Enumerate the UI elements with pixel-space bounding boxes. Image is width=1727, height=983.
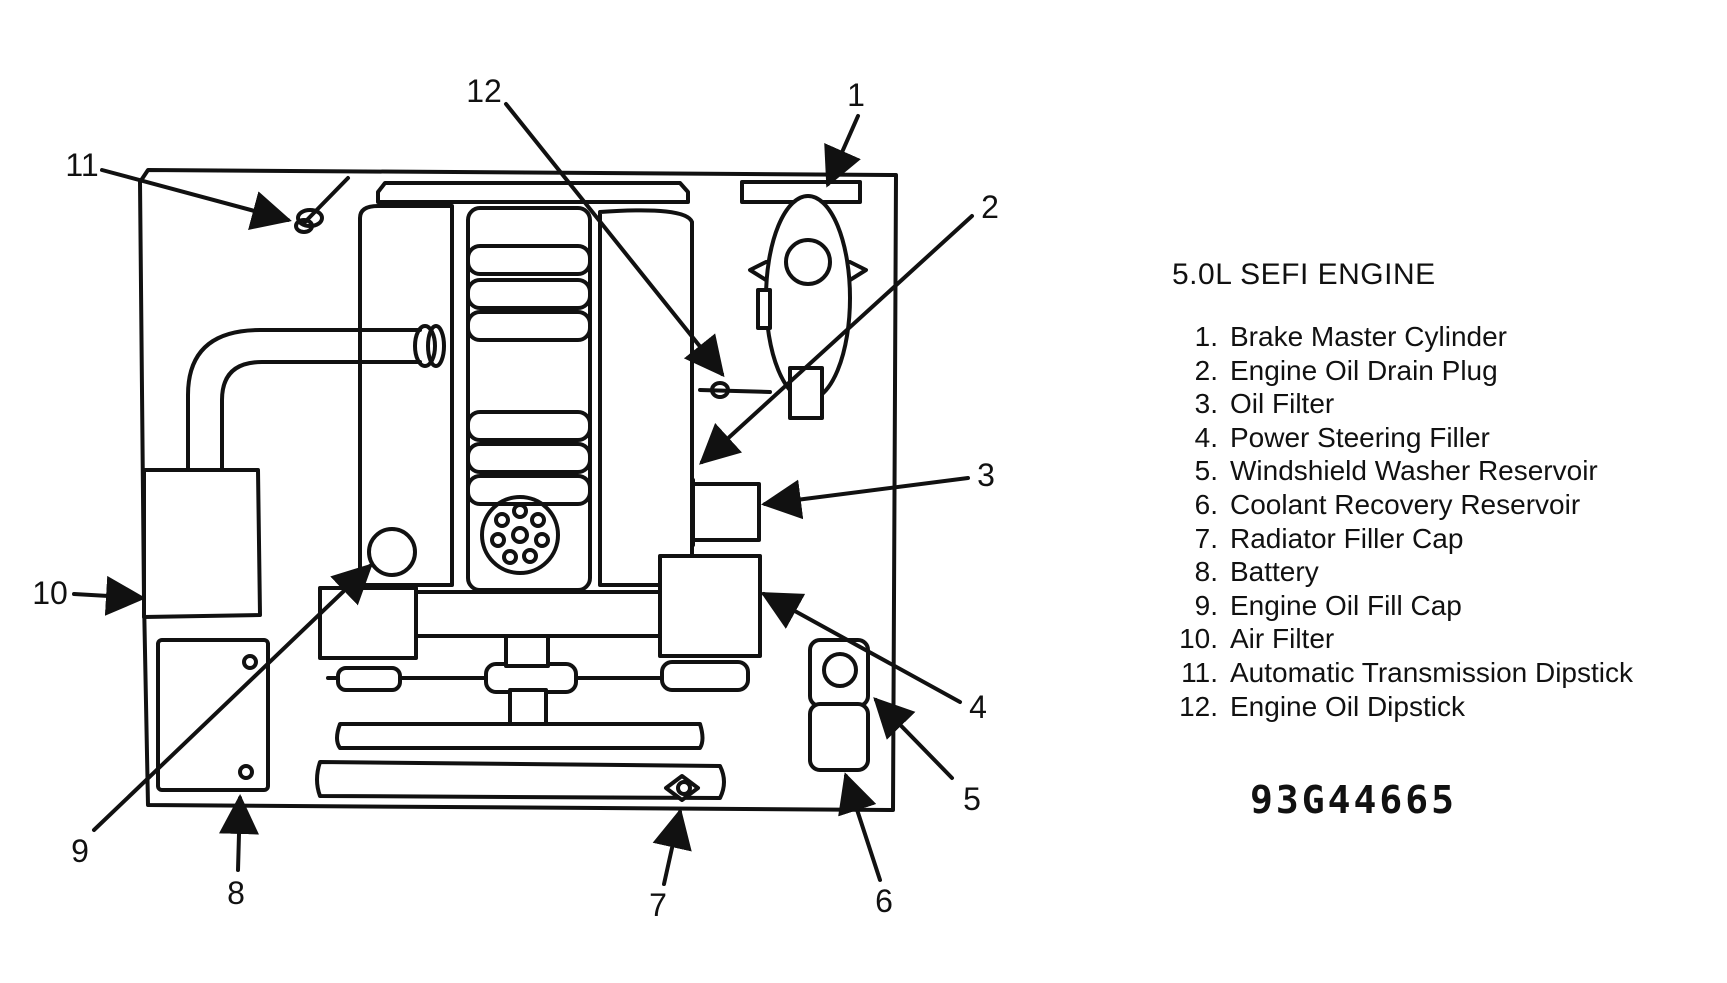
legend-number: 8. xyxy=(1194,556,1218,588)
legend-label: Automatic Transmission Dipstick xyxy=(1230,656,1634,688)
oil-fill-cap-shape xyxy=(367,527,417,577)
legend-label: Engine Oil Drain Plug xyxy=(1230,354,1498,386)
callout-10: 10 xyxy=(32,575,68,611)
coolant-reservoir-shape xyxy=(808,702,870,772)
radiator-fan xyxy=(335,722,705,750)
oil-filter-shape xyxy=(691,478,761,547)
intake-hose xyxy=(186,324,446,472)
callout-8: 8 xyxy=(227,875,245,911)
legend-number: 1. xyxy=(1194,321,1218,352)
legend-label: Radiator Filler Cap xyxy=(1230,522,1464,554)
callout-1: 1 xyxy=(847,77,865,113)
leader-11 xyxy=(100,168,292,230)
right-cylinder-bank xyxy=(598,208,694,587)
legend-item: 7. Radiator Filler Cap xyxy=(1172,522,1712,556)
legend-label: Oil Filter xyxy=(1230,388,1335,420)
legend-item: 3. Oil Filter xyxy=(1172,387,1712,421)
leader-8 xyxy=(219,794,259,872)
legend-item: 2. Engine Oil Drain Plug xyxy=(1172,354,1712,388)
leader-9 xyxy=(92,563,373,832)
leader-1 xyxy=(824,114,861,188)
legend-label: Engine Oil Fill Cap xyxy=(1230,589,1462,621)
legend-item: 4. Power Steering Filler xyxy=(1172,421,1712,455)
callout-3: 3 xyxy=(977,457,995,493)
legend-label: Brake Master Cylinder xyxy=(1230,321,1507,352)
leader-10 xyxy=(72,575,146,616)
legend-number: 10. xyxy=(1179,623,1218,655)
callout-12: 12 xyxy=(466,73,502,109)
callout-6: 6 xyxy=(875,883,893,919)
legend-label: Engine Oil Dipstick xyxy=(1230,690,1465,722)
legend-label: Coolant Recovery Reservoir xyxy=(1230,488,1581,520)
callout-11: 11 xyxy=(65,147,98,183)
leader-5 xyxy=(873,697,954,780)
callout-7: 7 xyxy=(649,887,667,923)
legend-number: 2. xyxy=(1194,354,1218,386)
legend-number: 3. xyxy=(1194,388,1218,420)
air-filter-shape xyxy=(142,468,262,619)
leader-6 xyxy=(838,772,882,882)
legend-number: 12. xyxy=(1179,690,1218,722)
radiator-shape xyxy=(315,760,726,802)
legend-item: 5. Windshield Washer Reservoir xyxy=(1172,454,1712,488)
callout-5: 5 xyxy=(963,781,981,817)
engine-top-rail xyxy=(376,181,690,204)
leader-2 xyxy=(699,214,974,465)
legend-list: 1. Brake Master Cylinder 2. Engine Oil Dra… xyxy=(1172,320,1712,723)
callout-2: 2 xyxy=(981,189,999,225)
oil-dipstick-shape xyxy=(698,381,772,399)
legend-number: 4. xyxy=(1194,421,1218,453)
callout-4: 4 xyxy=(969,689,987,725)
brake-master-cylinder-shape xyxy=(740,180,868,420)
leader-4 xyxy=(760,592,962,704)
legend-item: 10. Air Filter xyxy=(1172,622,1712,656)
engine-lower-block xyxy=(318,554,762,726)
legend-number: 9. xyxy=(1194,589,1218,621)
callout-leaders xyxy=(72,102,974,886)
legend-item: 11. Automatic Transmission Dipstick xyxy=(1172,656,1712,690)
diagram-title: 5.0L SEFI ENGINE xyxy=(1172,258,1436,291)
legend-label: Air Filter xyxy=(1230,623,1335,655)
intake-plenum xyxy=(466,206,592,592)
leader-7 xyxy=(652,808,692,886)
legend-label: Battery xyxy=(1230,556,1319,588)
left-cylinder-bank xyxy=(358,204,454,587)
callout-numbers: 1 2 3 4 5 6 7 8 9 10 11 12 xyxy=(32,73,999,923)
legend-label: Power Steering Filler xyxy=(1230,421,1490,453)
legend-number: 5. xyxy=(1194,455,1218,487)
legend: 5.0L SEFI ENGINE 1. Brake Master Cylinder… xyxy=(1172,258,1712,723)
legend-item: 12. Engine Oil Dipstick xyxy=(1172,690,1712,724)
legend-number: 11. xyxy=(1181,656,1218,688)
leader-12 xyxy=(504,102,725,378)
legend-number: 7. xyxy=(1194,522,1218,554)
legend-number: 6. xyxy=(1194,488,1218,520)
transmission-dipstick-shape xyxy=(294,176,350,234)
washer-reservoir-shape xyxy=(808,638,870,708)
legend-label: Windshield Washer Reservoir xyxy=(1230,455,1598,487)
callout-9: 9 xyxy=(71,833,89,869)
leader-3 xyxy=(761,476,970,520)
figure-code: 93G44665 xyxy=(1250,778,1458,822)
legend-item: 9. Engine Oil Fill Cap xyxy=(1172,589,1712,623)
legend-item: 8. Battery xyxy=(1172,555,1712,589)
legend-item: 6. Coolant Recovery Reservoir xyxy=(1172,488,1712,522)
legend-item: 1. Brake Master Cylinder xyxy=(1172,320,1712,354)
